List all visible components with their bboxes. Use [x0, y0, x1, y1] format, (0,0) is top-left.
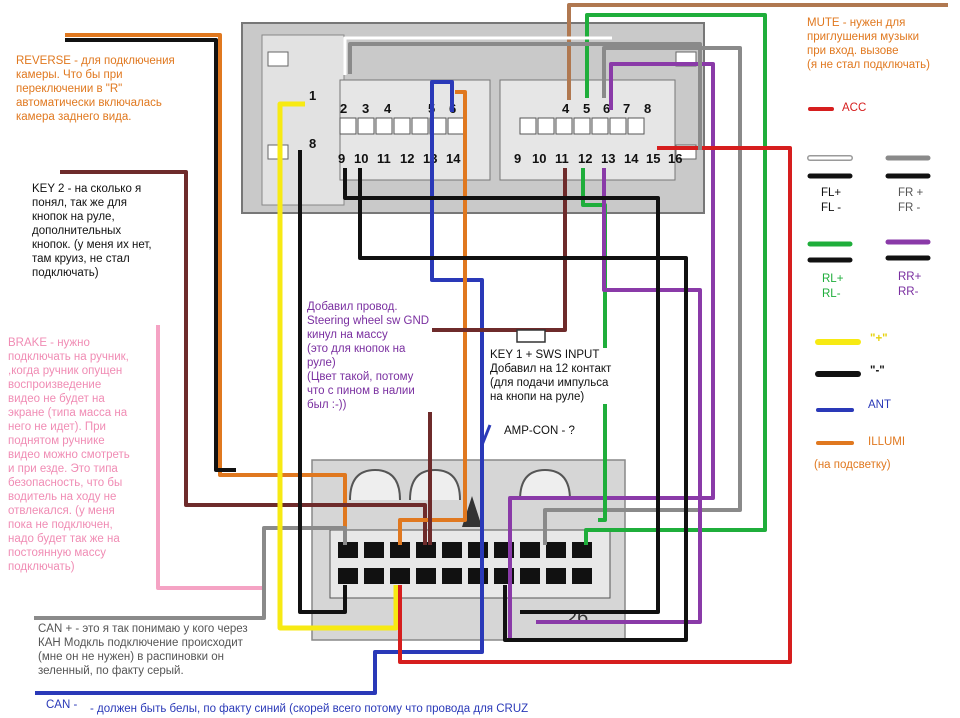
pin-label: 4: [562, 101, 570, 116]
legend-swatches: [807, 107, 931, 445]
pin-label: 12: [578, 151, 592, 166]
wire-gray-left: [34, 526, 347, 620]
wire-reverse-orange: [65, 33, 347, 545]
legend-rl-plus: RL+: [822, 273, 844, 285]
pin-label: 1: [309, 88, 316, 103]
pin-label: 3: [362, 101, 369, 116]
pin-label: 5: [583, 101, 590, 116]
pin-label: 4: [384, 101, 392, 116]
legend-illumi-note: (на подсветку): [814, 459, 891, 471]
pin-label: 12: [400, 151, 414, 166]
note-mute: MUTE - нужен для приглушения музыки при …: [807, 17, 930, 71]
pin-label: 7: [623, 101, 630, 116]
pin-label: 10: [354, 151, 368, 166]
inline-connector: [516, 329, 546, 343]
legend-fr-plus: FR +: [898, 187, 924, 199]
pin-label: 16: [668, 151, 682, 166]
wire-brake-pink: [156, 325, 264, 590]
wire-brown-key1: [428, 168, 567, 545]
pin-label: 11: [555, 151, 569, 166]
wire-blue-ant: [35, 80, 484, 695]
wire-white-top: [343, 36, 612, 75]
pin-label: 6: [603, 101, 610, 116]
wire-black-3: [298, 150, 347, 614]
legend-illumi: ILLUMI: [868, 436, 906, 448]
pin-label: 9: [338, 151, 345, 166]
pin-label: 14: [446, 151, 461, 166]
pin-label: 14: [624, 151, 639, 166]
pin-label: 11: [377, 151, 391, 166]
wire-purple-2: [536, 168, 702, 624]
pin-label: 9: [514, 151, 521, 166]
legend-ant: ANT: [868, 399, 891, 411]
pin-label: 13: [601, 151, 615, 166]
wire-green-rl: [584, 13, 767, 545]
note-reverse: REVERSE - для подключения камеры. Что бы…: [16, 55, 175, 123]
pin-label: 2: [340, 101, 347, 116]
bottom-pin-cells: [338, 542, 592, 584]
legend-rl-minus: RL-: [822, 288, 841, 300]
legend-fl-minus: FL -: [821, 202, 842, 214]
top-pin-numbers: 1 2 3 4 5 6 4 5 6 7 8 8 9 10 11 12 13 14…: [309, 88, 682, 166]
wires: [34, 3, 948, 695]
wire-gray-top: [348, 42, 702, 150]
note-added-wire: Добавил провод. Steering wheel sw GND ки…: [307, 300, 432, 412]
wire-blue-amp: [480, 424, 492, 446]
top-connector: 1 2 3 4 5 6 4 5 6 7 8 8 9 10 11 12 13 14…: [241, 22, 705, 214]
note-brake: BRAKE - нужно подключать на ручник, ,ког…: [8, 337, 130, 573]
note-key2: KEY 2 - на сколько я понял, так же для к…: [32, 183, 152, 279]
legend-fl-plus: FL+: [821, 187, 842, 199]
note-key1: KEY 1 + SWS INPUT Добавил на 12 контакт …: [490, 348, 640, 404]
note-can-plus: CAN + - это я так понимаю у кого через К…: [38, 623, 248, 677]
legend-plus: "+": [870, 333, 888, 345]
wire-red-acc: [398, 146, 792, 664]
wire-black-2: [358, 168, 688, 642]
legend-rr-plus: RR+: [898, 271, 922, 283]
wire-tan-top: [567, 3, 948, 10]
pin-label: 8: [309, 136, 316, 151]
legend-fr-minus: FR -: [898, 202, 921, 214]
wire-reverse-black: [65, 38, 236, 472]
legend-minus: "-": [870, 365, 885, 377]
legend-acc: ACC: [842, 102, 867, 114]
wire-orange-illumi: [398, 90, 467, 545]
wire-black-1: [343, 168, 660, 614]
note-amp-con: AMP-CON - ?: [504, 425, 575, 437]
wire-yellow: [277, 101, 399, 631]
note-can-minus: CAN -: [46, 699, 78, 711]
pin-label: 10: [532, 151, 546, 166]
legend-rr-minus: RR-: [898, 286, 919, 298]
note-can-minus-detail: - должен быть белы, по факту синий (скор…: [90, 703, 529, 715]
wire-gray-fr: [543, 46, 742, 545]
pin-label: 8: [644, 101, 651, 116]
pin-label: 15: [646, 151, 660, 166]
